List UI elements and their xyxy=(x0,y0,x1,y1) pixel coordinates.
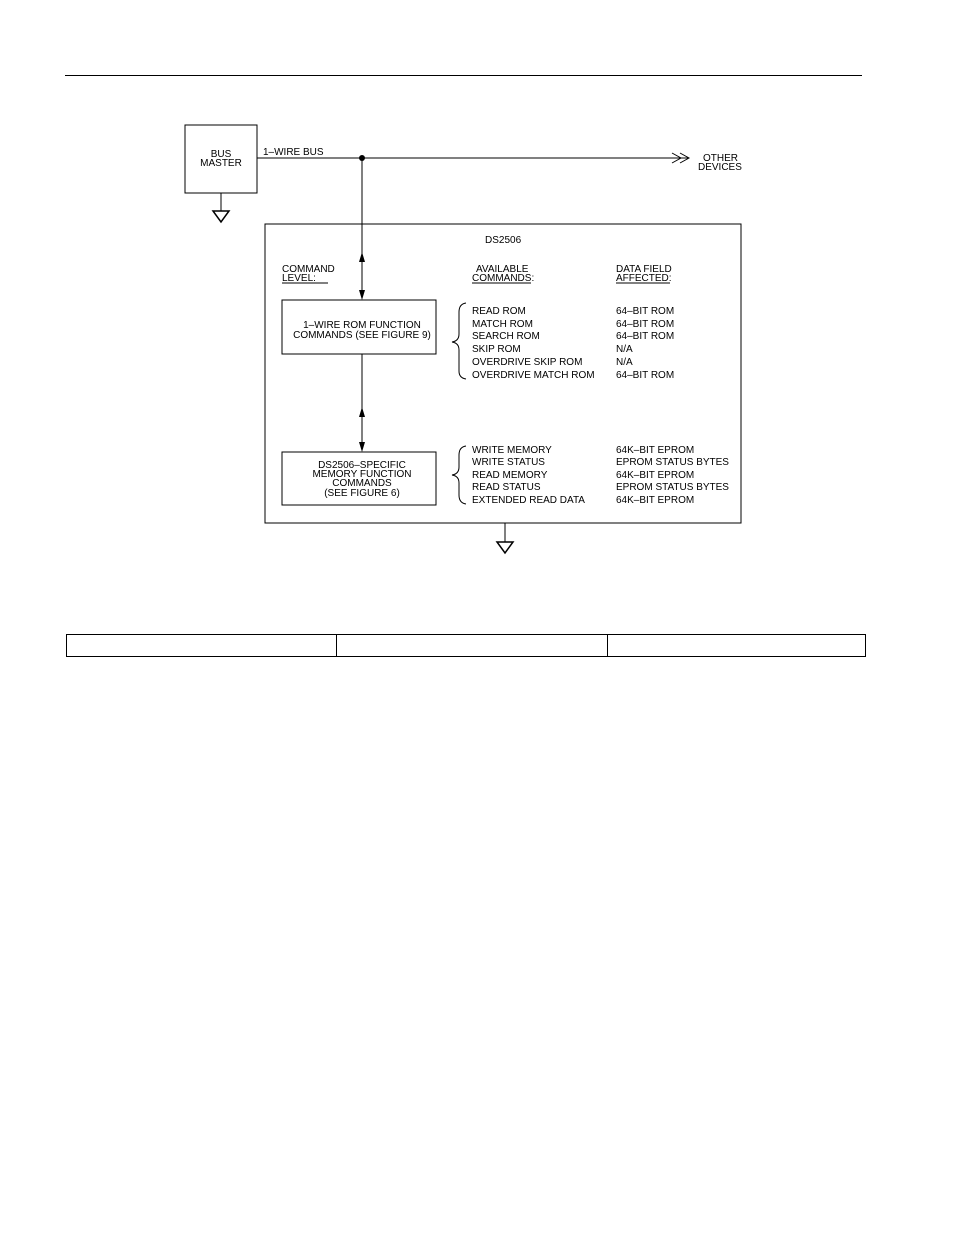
rom-function-box xyxy=(281,299,437,355)
rom-data-field-search-rom: 64–BIT ROM xyxy=(616,331,674,342)
command-level-header-line1: COMMAND xyxy=(282,264,335,275)
memory-data-field-read-memory: 64K–BIT EPROM xyxy=(616,470,694,481)
memory-function-box-line1: DS2506–SPECIFIC xyxy=(318,460,406,471)
device-title: DS2506 xyxy=(485,235,522,246)
one-wire-bus-label: 1–WIRE BUS xyxy=(263,147,324,158)
table-row xyxy=(66,634,866,657)
memory-function-box-line2: MEMORY FUNCTION xyxy=(312,469,411,480)
rom-command-overdrive-skip-rom: OVERDRIVE SKIP ROM xyxy=(472,357,582,368)
command-hierarchy-diagram: BUS MASTER 1–WIRE BUS OTHER DEVICES DS25… xyxy=(184,124,742,555)
memory-function-box-line3: COMMANDS xyxy=(332,478,392,489)
down-arrow-icon xyxy=(359,442,365,452)
bus-master-label-line1: BUS xyxy=(211,149,232,160)
rom-data-field-skip-rom: N/A xyxy=(616,344,633,355)
rom-function-box-line2: COMMANDS (SEE FIGURE 9) xyxy=(293,330,431,341)
table-cell xyxy=(336,634,608,657)
command-level-header-line2: LEVEL: xyxy=(282,273,316,284)
rom-command-read-rom: READ ROM xyxy=(472,306,526,317)
memory-command-read-status: READ STATUS xyxy=(472,482,541,493)
data-field-header-line1: DATA FIELD xyxy=(616,264,672,275)
up-arrow-icon xyxy=(359,252,365,262)
rom-data-field-overdrive-match-rom: 64–BIT ROM xyxy=(616,370,674,381)
memory-function-box xyxy=(281,451,437,506)
table-cell xyxy=(66,634,337,657)
memory-command-write-memory: WRITE MEMORY xyxy=(472,445,552,456)
bus-master-ground-icon xyxy=(211,210,231,224)
memory-data-field-read-status: EPROM STATUS BYTES xyxy=(616,482,729,493)
memory-data-field-write-memory: 64K–BIT EPROM xyxy=(616,445,694,456)
memory-command-read-memory: READ MEMORY xyxy=(472,470,548,481)
device-ground-icon xyxy=(495,541,515,555)
empty-table xyxy=(66,634,866,657)
available-commands-header-line2: COMMANDS: xyxy=(472,273,534,284)
rom-command-match-rom: MATCH ROM xyxy=(472,319,533,330)
memory-function-box-line4: (SEE FIGURE 6) xyxy=(324,488,400,499)
available-commands-header-line1: AVAILABLE xyxy=(476,264,529,275)
rom-command-overdrive-match-rom: OVERDRIVE MATCH ROM xyxy=(472,370,595,381)
double-chevron-right-icon xyxy=(671,152,691,164)
memory-command-extended-read-data: EXTENDED READ DATA xyxy=(472,495,585,506)
rom-function-box-line1: 1–WIRE ROM FUNCTION xyxy=(303,320,421,331)
table-cell xyxy=(607,634,866,657)
memory-data-field-extended-read-data: 64K–BIT EPROM xyxy=(616,495,694,506)
data-field-header-line2: AFFECTED: xyxy=(616,273,672,284)
rom-data-field-read-rom: 64–BIT ROM xyxy=(616,306,674,317)
rom-data-field-match-rom: 64–BIT ROM xyxy=(616,319,674,330)
other-devices-label-line2: DEVICES xyxy=(698,162,742,173)
memory-data-field-write-status: EPROM STATUS BYTES xyxy=(616,457,729,468)
up-arrow-icon xyxy=(359,407,365,417)
down-arrow-icon xyxy=(359,290,365,300)
bus-master-label-line2: MASTER xyxy=(200,158,242,169)
rom-command-search-rom: SEARCH ROM xyxy=(472,331,540,342)
memory-commands-brace xyxy=(451,445,467,505)
rom-command-skip-rom: SKIP ROM xyxy=(472,344,521,355)
other-devices-label-line1: OTHER xyxy=(703,153,738,164)
memory-command-write-status: WRITE STATUS xyxy=(472,457,545,468)
rom-data-field-overdrive-skip-rom: N/A xyxy=(616,357,633,368)
device-box xyxy=(264,223,742,524)
rom-commands-brace xyxy=(451,302,467,380)
header-rule xyxy=(65,75,862,76)
